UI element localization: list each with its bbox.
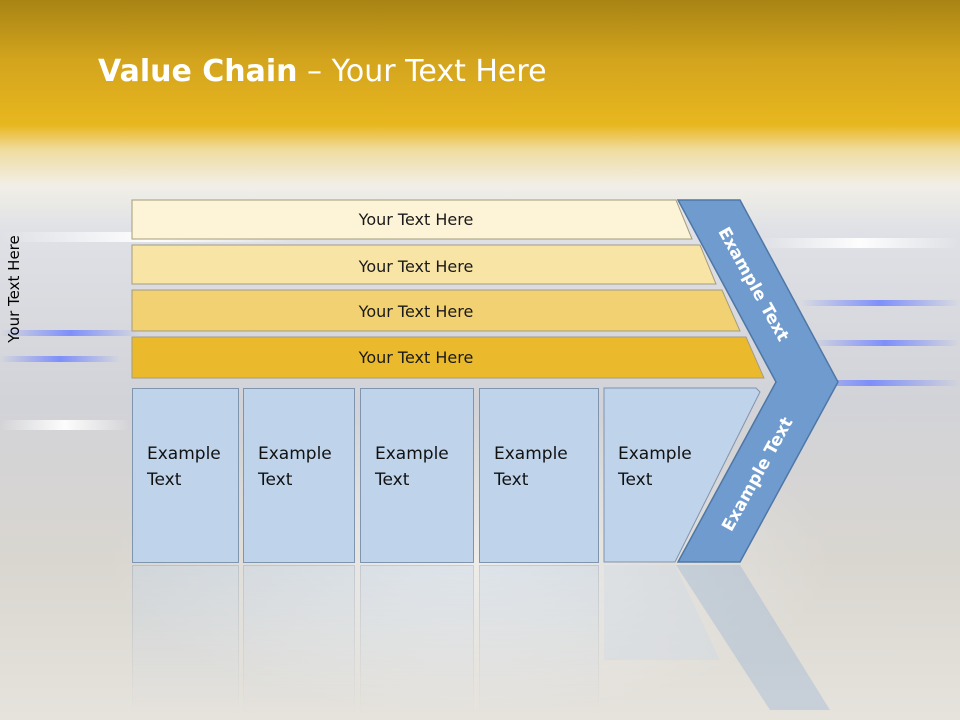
background-light-streak xyxy=(0,420,130,430)
background-light-streak xyxy=(0,356,120,362)
row-band-2 xyxy=(131,244,717,285)
column-label-5: Example xyxy=(618,444,692,464)
background-light-streak xyxy=(0,330,140,336)
column-label-5b: Text xyxy=(617,470,653,490)
column-box-1: Example Text xyxy=(132,388,239,563)
page-title-rest: – Your Text Here xyxy=(297,54,547,89)
row-band-4 xyxy=(131,336,765,379)
background-light-streak xyxy=(760,238,960,248)
background-light-streak xyxy=(800,300,960,306)
column-box-2: Example Text xyxy=(243,388,355,563)
row-label-4: Your Text Here xyxy=(358,348,474,367)
background-light-streak xyxy=(780,380,960,386)
page-title-bold: Value Chain xyxy=(98,54,298,89)
page-title: Value Chain – Your Text Here xyxy=(98,54,547,89)
row-band-1 xyxy=(131,199,693,240)
chevron-reflection xyxy=(676,565,830,710)
column-box-4: Example Text xyxy=(479,388,599,563)
column-box-5 xyxy=(603,387,761,563)
column-box-3: Example Text xyxy=(360,388,474,563)
column-label: Example Text xyxy=(147,444,221,490)
column-label: Example Text xyxy=(258,444,332,490)
background-light-streak xyxy=(810,340,960,346)
row-band-3 xyxy=(131,289,741,332)
column-label: Example Text xyxy=(494,444,568,490)
row-label-2: Your Text Here xyxy=(358,257,474,276)
row-label-1: Your Text Here xyxy=(358,210,474,229)
row-label-3: Your Text Here xyxy=(358,302,474,321)
column-reflection-5 xyxy=(604,565,720,660)
column-label: Example Text xyxy=(375,444,449,490)
chevron-arrow xyxy=(676,199,839,563)
